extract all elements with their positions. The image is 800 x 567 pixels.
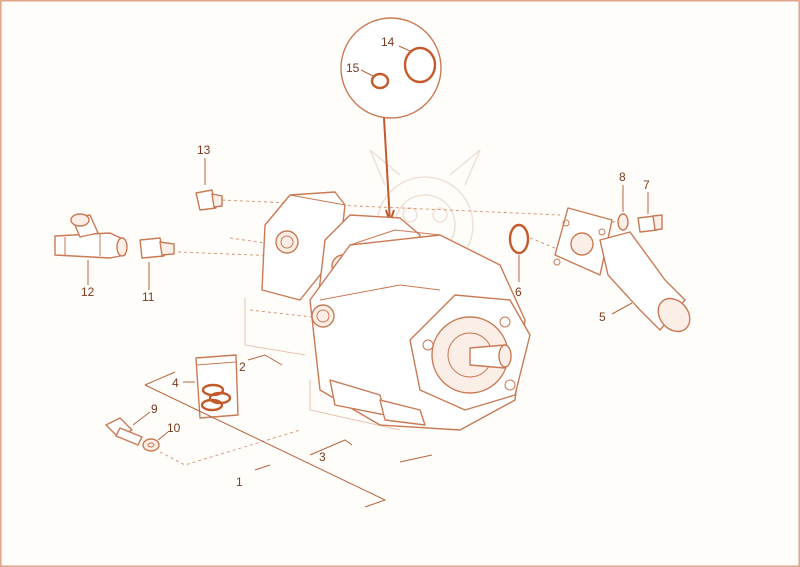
oring-14 <box>403 46 437 84</box>
washer-10 <box>142 431 169 452</box>
seal-kit-bag-4 <box>183 354 239 419</box>
label-13: 13 <box>197 143 211 157</box>
label-6: 6 <box>515 285 522 299</box>
label-1: 1 <box>236 475 243 489</box>
elbow-flange-5 <box>553 207 691 333</box>
label-9: 9 <box>151 402 158 416</box>
assembly-brackets <box>144 354 433 508</box>
label-12: 12 <box>81 285 95 299</box>
part-labels: 1 2 3 4 5 6 7 8 9 10 11 12 13 14 15 <box>81 35 650 489</box>
washer-8 <box>617 185 629 231</box>
oring-15 <box>370 72 390 90</box>
oring-6 <box>508 223 530 282</box>
label-15: 15 <box>346 61 360 75</box>
label-2: 2 <box>239 360 246 374</box>
label-7: 7 <box>643 178 650 192</box>
bolt-9 <box>105 411 151 446</box>
label-8: 8 <box>619 170 626 184</box>
label-10: 10 <box>167 421 181 435</box>
detail-zoom-circle <box>340 17 442 226</box>
label-11: 11 <box>142 290 155 304</box>
label-3: 3 <box>319 450 326 464</box>
nipple-11 <box>139 237 175 290</box>
screw-7 <box>637 192 663 233</box>
fitting-13 <box>195 158 223 211</box>
tee-fitting-12 <box>54 213 128 285</box>
label-14: 14 <box>381 35 395 49</box>
label-4: 4 <box>172 376 179 390</box>
pump-assembly <box>261 191 531 431</box>
label-5: 5 <box>599 310 606 324</box>
